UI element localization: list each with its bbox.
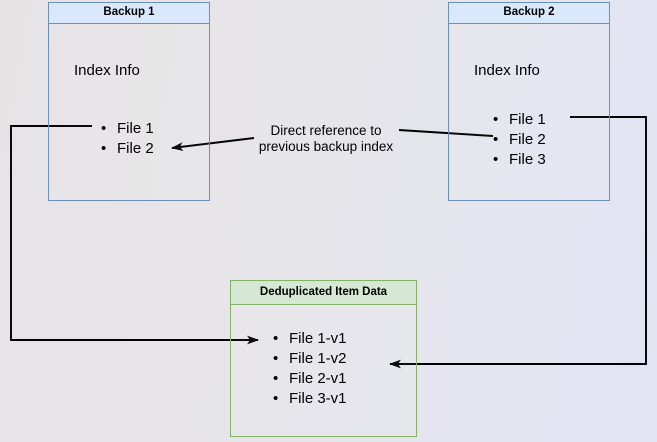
list-item: File 2 bbox=[493, 130, 546, 150]
node-backup1[interactable]: Backup 1 Index Info File 1 File 2 bbox=[48, 2, 210, 201]
node-dedup-header: Deduplicated Item Data bbox=[231, 281, 416, 305]
dedup-file-list: File 1-v1 File 1-v2 File 2-v1 File 3-v1 bbox=[273, 329, 347, 409]
list-item: File 2-v1 bbox=[273, 369, 347, 389]
node-backup2-header: Backup 2 bbox=[449, 3, 609, 24]
list-item: File 2 bbox=[101, 139, 154, 159]
node-dedup-body: File 1-v1 File 1-v2 File 2-v1 File 3-v1 bbox=[231, 305, 416, 436]
node-backup1-body: Index Info File 1 File 2 bbox=[49, 24, 209, 200]
list-item: File 3-v1 bbox=[273, 389, 347, 409]
node-deduplicated-item-data[interactable]: Deduplicated Item Data File 1-v1 File 1-… bbox=[230, 280, 417, 437]
node-backup1-header: Backup 1 bbox=[49, 3, 209, 24]
backup1-index-info-label: Index Info bbox=[74, 62, 140, 79]
edge-label-direct-reference: Direct reference to previous backup inde… bbox=[258, 123, 394, 154]
backup1-file-list: File 1 File 2 bbox=[101, 119, 154, 159]
list-item: File 1 bbox=[101, 119, 154, 139]
list-item: File 1 bbox=[493, 110, 546, 130]
backup2-index-info-label: Index Info bbox=[474, 62, 540, 79]
node-backup2-body: Index Info File 1 File 2 File 3 bbox=[449, 24, 609, 200]
list-item: File 1-v2 bbox=[273, 349, 347, 369]
node-backup2[interactable]: Backup 2 Index Info File 1 File 2 File 3 bbox=[448, 2, 610, 201]
list-item: File 3 bbox=[493, 150, 546, 170]
list-item: File 1-v1 bbox=[273, 329, 347, 349]
backup2-file-list: File 1 File 2 File 3 bbox=[493, 110, 546, 170]
